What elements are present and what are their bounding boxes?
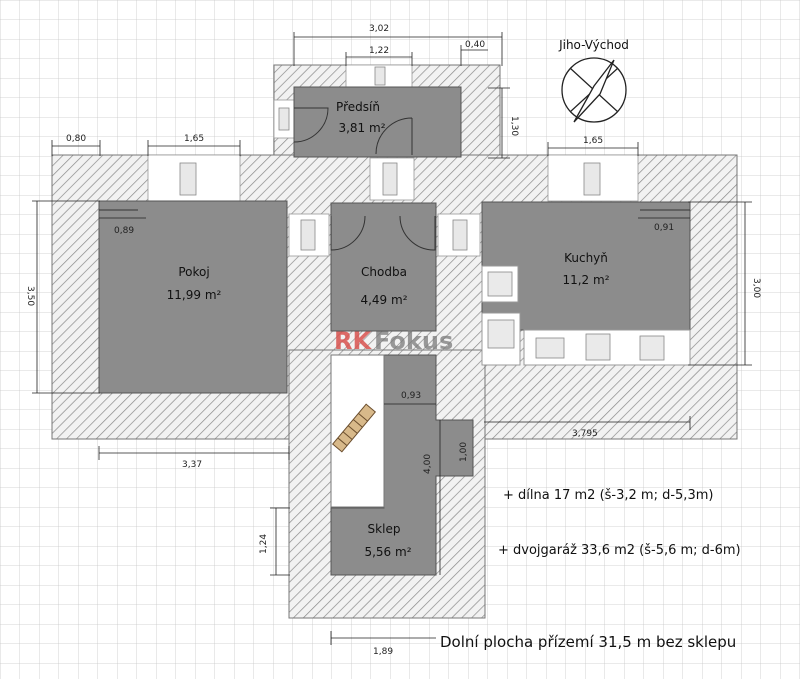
dim-pokoj-width: 3,37 bbox=[182, 460, 202, 470]
dim-stair-length: 4,00 bbox=[423, 454, 433, 474]
room-name-sklep: Sklep bbox=[368, 522, 401, 536]
note-dilna: + dílna 17 m2 (š-3,2 m; d-5,3m) bbox=[503, 488, 713, 503]
dim-pokoj-window: 1,65 bbox=[184, 134, 204, 144]
room-area-sklep: 5,56 m² bbox=[364, 545, 411, 559]
dim-sklep-width: 1,89 bbox=[373, 647, 393, 657]
room-labels: Předsíň 3,81 m² Pokoj 11,99 m² Chodba 4,… bbox=[167, 100, 610, 559]
room-pokoj bbox=[98, 200, 288, 394]
appliance-stove bbox=[585, 333, 611, 361]
kitchen-appliances bbox=[481, 265, 691, 366]
dim-kuchyn-width: 3,795 bbox=[572, 429, 598, 439]
dim-predsin-window: 1,22 bbox=[369, 46, 389, 56]
dim-top-width: 3,02 bbox=[369, 24, 389, 34]
dim-pokoj-door-offset: 0,89 bbox=[114, 226, 134, 236]
dim-kuchyn-height: 3,00 bbox=[751, 278, 761, 298]
watermark-rk: RK bbox=[334, 327, 372, 355]
dim-top-right-wall: 0,40 bbox=[465, 40, 485, 50]
watermark-fokus: Fokus bbox=[374, 327, 453, 355]
room-sklep bbox=[330, 354, 474, 576]
note-total: Dolní plocha přízemí 31,5 m bez sklepu bbox=[440, 633, 736, 651]
note-garaz: + dvojgaráž 33,6 m2 (š-5,6 m; d-6m) bbox=[498, 543, 741, 558]
room-area-chodba: 4,49 m² bbox=[360, 293, 407, 307]
appliance-dishwasher bbox=[487, 319, 515, 349]
room-area-kuchyn: 11,2 m² bbox=[562, 273, 609, 287]
dim-stair-side: 1,00 bbox=[459, 442, 469, 462]
doors bbox=[99, 107, 690, 251]
door-leaves bbox=[179, 66, 601, 251]
staircase-icon bbox=[331, 403, 377, 453]
dim-kuchyn-door-offset: 0,91 bbox=[654, 223, 674, 233]
room-chodba bbox=[330, 202, 437, 332]
dimension-lines bbox=[32, 32, 752, 645]
room-name-pokoj: Pokoj bbox=[178, 265, 209, 279]
appliance-fridge bbox=[487, 271, 513, 297]
rooms bbox=[98, 86, 691, 576]
room-name-chodba: Chodba bbox=[361, 265, 407, 279]
dim-predsin-height: 1,30 bbox=[509, 116, 519, 136]
appliance-sink bbox=[535, 337, 565, 359]
dim-left-wall: 0,80 bbox=[66, 134, 86, 144]
dim-pokoj-height: 3,50 bbox=[25, 286, 35, 306]
compass-label: Jiho-Východ bbox=[558, 38, 629, 52]
room-predsin bbox=[293, 86, 462, 158]
room-name-predsin: Předsíň bbox=[336, 100, 380, 114]
room-area-pokoj: 11,99 m² bbox=[167, 288, 222, 302]
watermark-logo: RK Fokus bbox=[334, 327, 453, 355]
dimension-labels: 3,02 1,22 0,40 1,30 0,80 1,65 1,65 0,89 … bbox=[25, 24, 761, 657]
room-area-predsin: 3,81 m² bbox=[338, 121, 385, 135]
dim-stair-width: 0,93 bbox=[401, 391, 421, 401]
compass-icon bbox=[561, 57, 627, 123]
appliance-washer bbox=[639, 335, 665, 361]
room-name-kuchyn: Kuchyň bbox=[564, 251, 608, 265]
dim-sklep-height: 1,24 bbox=[259, 534, 269, 554]
dim-kuchyn-window: 1,65 bbox=[583, 136, 603, 146]
